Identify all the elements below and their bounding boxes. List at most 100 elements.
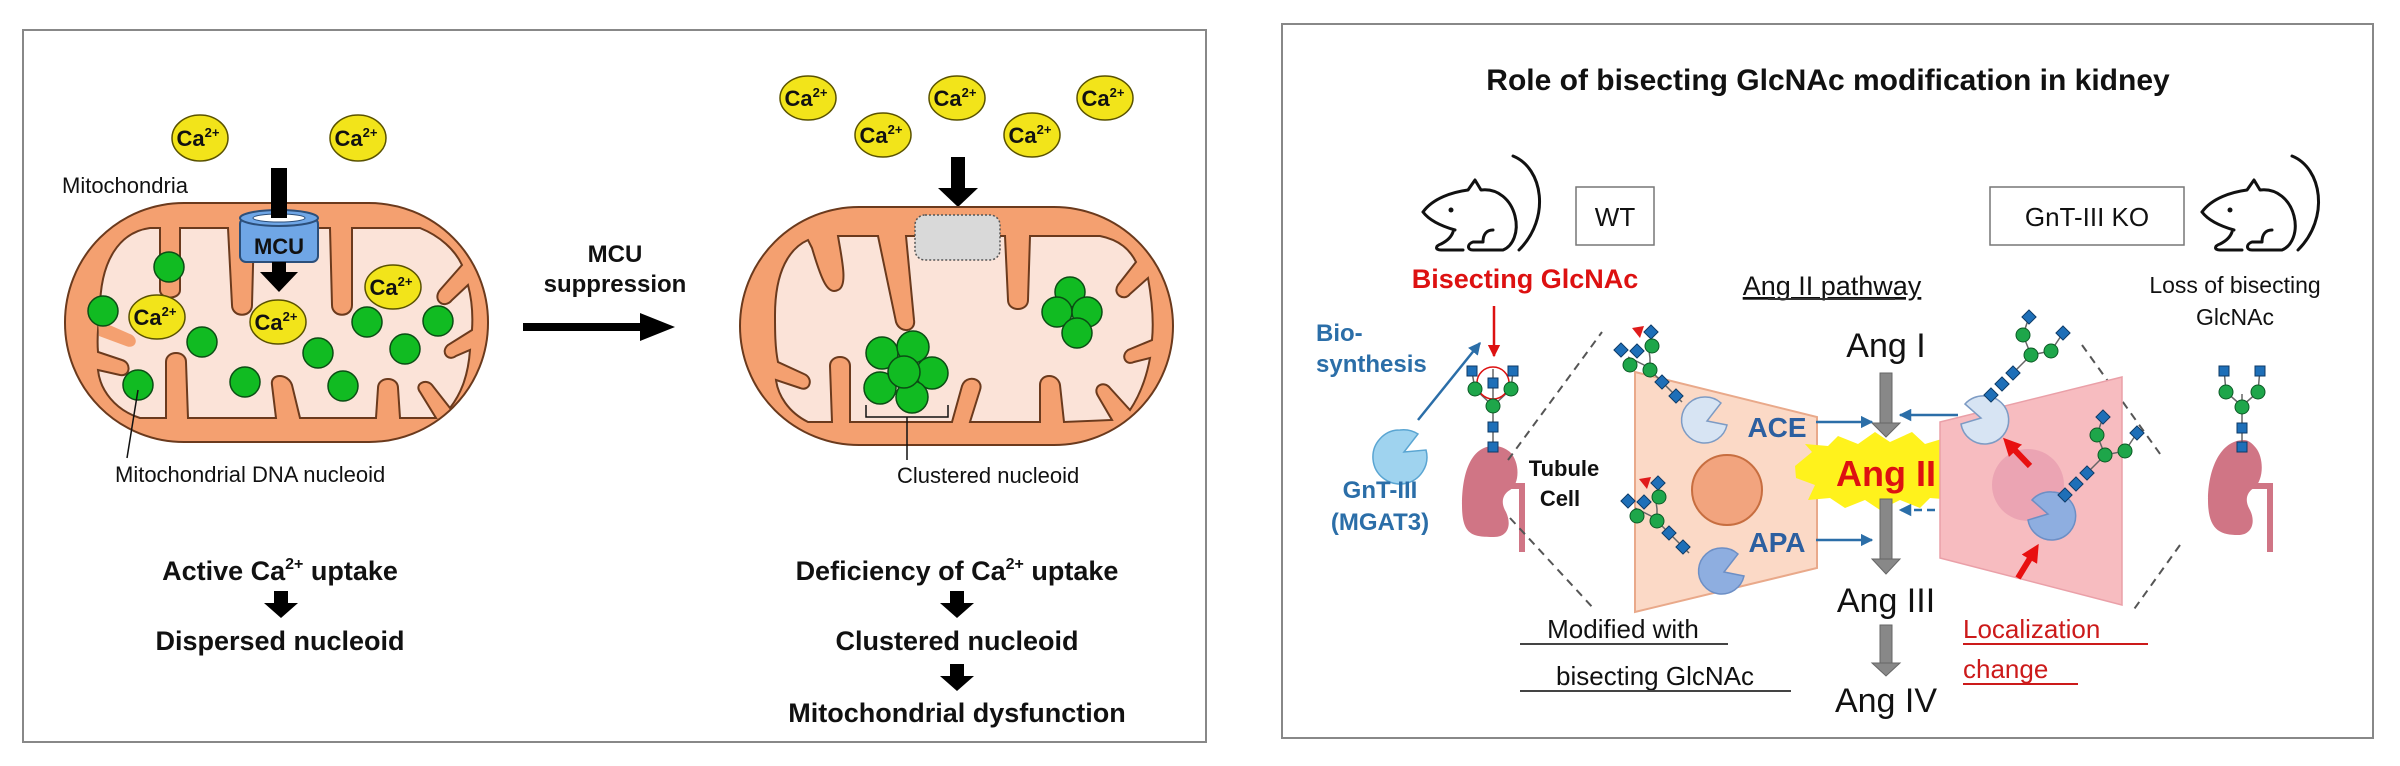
glcnac-square-icon [1487,421,1499,433]
ion-group-outside-suppressed: Ca2+ Ca2+ Ca2+ Ca2+ Ca2+ [779,75,1134,158]
calcium-ion-label: Ca2+ [134,304,177,330]
relocalization-arrow [2015,543,2039,580]
glcnac-square-icon [1487,377,1499,389]
biosynthesis-arrow [1417,342,1481,421]
ca-influx-arrow-head [260,272,298,292]
pathway-step-ang1: Ang I [1846,327,1925,365]
calcium-ion-label: Ca2+ [370,274,413,300]
mtdna-nucleoid [351,306,383,338]
flow-step-clustered: Clustered nucleoid [835,626,1078,656]
glcnac-square-icon [1487,441,1499,453]
nucleoid-group-dispersed [87,251,454,402]
zoom-guide-line [2081,344,2164,459]
flow-suppressed: Deficiency of Ca2+ uptake Clustered nucl… [788,556,1126,728]
glycan-bisected-wt [1466,365,1519,453]
nucleoid-cluster-large [863,330,949,414]
flow-arrow-down [940,664,974,691]
fucose-triangle-icon [1639,477,1651,489]
ace-enzyme-icon-wt [1680,396,1728,444]
loss-label-line1: Loss of bisecting [2149,272,2320,298]
glcnac-square-icon [2218,365,2230,377]
glcnac-square-icon [1620,493,1636,509]
tubule-label-line2: Cell [1540,486,1580,511]
localization-label-line2: change [1963,654,2048,684]
mtdna-nucleoid [87,295,119,327]
bisecting-glcnac-label: Bisecting GlcNAc [1412,264,1639,294]
glcnac-square-icon [2068,476,2084,492]
mcu-channel: MCU [239,209,319,263]
mtdna-nucleoid [389,333,421,365]
mannose-circle-icon [1485,398,1501,414]
calcium-ion-label: Ca2+ [860,122,903,148]
glcnac-square-icon [1466,365,1478,377]
pathway-step-ang3: Ang III [1837,582,1935,620]
mannose-circle-icon [1649,513,1665,529]
glcnac-square-icon [1650,475,1666,491]
glycan-group-ko-cell [1983,309,2145,503]
calcium-ion-label: Ca2+ [934,85,977,111]
transition-label-line2: suppression [544,271,687,298]
mouse-icon-wt [1421,154,1541,252]
glcnac-square-icon [1983,387,1999,403]
calcium-ion: Ca2+ [928,75,986,121]
calcium-ion: Ca2+ [128,294,186,340]
enzyme-label-line2: (MGAT3) [1331,509,1429,536]
right-panel-frame [1281,23,2374,739]
calcium-ion: Ca2+ [1076,75,1134,121]
transition-arrow-right [523,313,675,341]
calcium-ion: Ca2+ [364,264,422,310]
ion-group-outside-normal: Ca2+ Ca2+ [171,114,387,162]
glcnac-square-icon [2236,422,2248,434]
right-panel: Role of bisecting GlcNAc modification in… [1281,23,2374,739]
flow-arrow-down [264,591,298,618]
calcium-ion: Ca2+ [171,114,229,162]
flow-arrow-down [940,591,974,618]
calcium-ion: Ca2+ [854,112,912,158]
glcnac-square-icon [1636,494,1652,510]
mannose-circle-icon [1467,381,1483,397]
mtdna-nucleoid [327,370,359,402]
mtdna-nucleoid [186,326,218,358]
glcnac-square-icon [1643,324,1659,340]
modified-label-line2: bisecting GlcNAc [1556,661,1754,691]
wt-label: WT [1595,202,1636,232]
mannose-circle-icon [2043,343,2059,359]
glcnac-square-icon [2021,309,2037,325]
glcnac-square-icon [1668,388,1684,404]
mannose-circle-icon [2015,327,2031,343]
glcnac-square-icon [2005,365,2021,381]
flow-step-deficient-uptake: Deficiency of Ca2+ uptake [796,556,1119,586]
modified-label-line1: Modified with [1547,614,1699,644]
glcnac-square-icon [2254,365,2266,377]
mannose-circle-icon [1503,381,1519,397]
left-panel: Ca2+Ca2+ Mitochondria Ca2+Ca2+Ca2+ MCU M… [22,29,1207,743]
mtdna-nucleoid [1061,317,1093,349]
ion-group-inside: Ca2+ Ca2+ Ca2+ [128,264,422,345]
pathway-arrow-3 [1870,624,1902,677]
glcnac-square-icon [2236,441,2248,453]
glycan-group-wt-cell [1613,324,1691,555]
flow-step-dysfunction: Mitochondrial dysfunction [788,698,1126,728]
pathway-step-ang4: Ang IV [1835,682,1937,720]
calcium-ion: Ca2+ [249,299,307,345]
mannose-circle-icon [2023,347,2039,363]
calcium-ion-label: Ca2+ [335,125,378,151]
calcium-ion-label: Ca2+ [255,309,298,335]
pathway-arrow-2 [1870,498,1902,575]
blocked-influx-arrow [938,157,978,207]
glcnac-square-icon [1675,539,1691,555]
glcnac-square-icon [2079,465,2095,481]
mannose-circle-icon [1651,489,1667,505]
kidney-icon-ko [2208,440,2273,552]
mtdna-nucleoid [863,371,897,405]
mannose-circle-icon [2097,447,2113,463]
glcnac-square-icon [2055,325,2071,341]
mannose-circle-icon [2089,427,2105,443]
calcium-ion: Ca2+ [779,75,837,121]
mannose-circle-icon [1642,362,1658,378]
fucose-triangle-icon [1632,326,1644,338]
mannose-circle-icon [1622,357,1638,373]
calcium-ion: Ca2+ [1003,112,1061,158]
pathway-step-ang2: Ang II [1836,453,1936,494]
